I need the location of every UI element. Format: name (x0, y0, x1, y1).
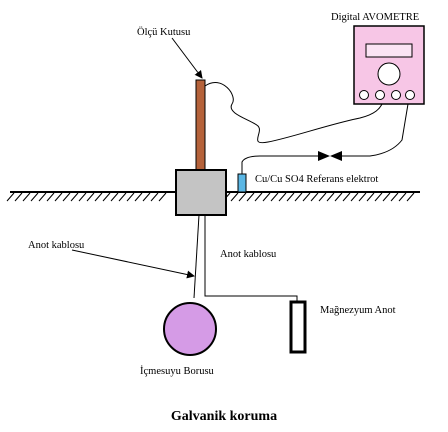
arrow-test-box (171, 37, 203, 79)
hatch-line (286, 192, 295, 202)
label-multimeter: Digital AVOMETRE (331, 12, 419, 23)
hatch-line (366, 192, 375, 202)
hatch-line (294, 192, 303, 202)
hatch-line (150, 192, 159, 202)
hatch-line (326, 192, 335, 202)
hatch-line (126, 192, 135, 202)
hatch-line (374, 192, 383, 202)
hatch-line (62, 192, 71, 202)
hatch-line (246, 192, 255, 202)
digital-multimeter (353, 25, 425, 105)
bowtie-connector-icon (318, 151, 342, 161)
hatch-line (390, 192, 399, 202)
label-reference-electrode: Cu/Cu SO4 Referans elektrot (255, 174, 378, 185)
hatch-line (110, 192, 119, 202)
hatch-line (238, 192, 247, 202)
label-test-box: Ölçü Kutusu (137, 26, 191, 38)
hatch-line (78, 192, 87, 202)
hatch-line (382, 192, 391, 202)
hatch-line (86, 192, 95, 202)
hatch-line (270, 192, 279, 202)
hatch-line (262, 192, 271, 202)
hatch-line (358, 192, 367, 202)
magnesium-anode (289, 300, 307, 354)
hatch-line (118, 192, 127, 202)
hatch-line (230, 192, 239, 202)
figure-caption: Galvanik koruma (171, 409, 277, 424)
hatch-line (22, 192, 31, 202)
label-pipe: İçmesuyu Borusu (140, 365, 215, 377)
hatch-line (334, 192, 343, 202)
hatch-line (54, 192, 63, 202)
circle-icon (375, 90, 385, 100)
hatch-line (158, 192, 167, 202)
circle-icon (359, 90, 369, 100)
multimeter-screen (365, 43, 413, 58)
hatch-line (14, 192, 23, 202)
hatch-line (342, 192, 351, 202)
test-box-post (195, 79, 206, 171)
test-box (175, 169, 227, 216)
hatch-line (318, 192, 327, 202)
hatch-line (38, 192, 47, 202)
hatch-line (142, 192, 151, 202)
label-anode-cable-left: Anot kablosu (28, 240, 85, 251)
multimeter-dial-icon (377, 62, 401, 86)
hatch-line (310, 192, 319, 202)
reference-electrode (237, 173, 247, 193)
circle-icon (405, 90, 415, 100)
arrow-anode-cable (71, 249, 195, 279)
hatch-line (278, 192, 287, 202)
hatch-line (6, 192, 15, 202)
test-box-cable (204, 82, 383, 144)
label-anode-cable-center: Anot kablosu (220, 249, 277, 260)
hatch-line (350, 192, 359, 202)
label-arrows (71, 37, 203, 279)
water-pipe (163, 302, 217, 356)
hatch-line (102, 192, 111, 202)
hatch-line (94, 192, 103, 202)
hatch-line (302, 192, 311, 202)
hatch-line (30, 192, 39, 202)
hatch-line (406, 192, 415, 202)
label-magnesium-anode: Mağnezyum Anot (320, 305, 396, 316)
hatch-line (398, 192, 407, 202)
anode-cables (193, 214, 298, 302)
circle-icon (391, 90, 401, 100)
hatch-line (70, 192, 79, 202)
hatch-line (254, 192, 263, 202)
hatch-line (46, 192, 55, 202)
ground-hatching (6, 192, 415, 202)
hatch-line (134, 192, 143, 202)
electrode-cable (241, 103, 409, 174)
